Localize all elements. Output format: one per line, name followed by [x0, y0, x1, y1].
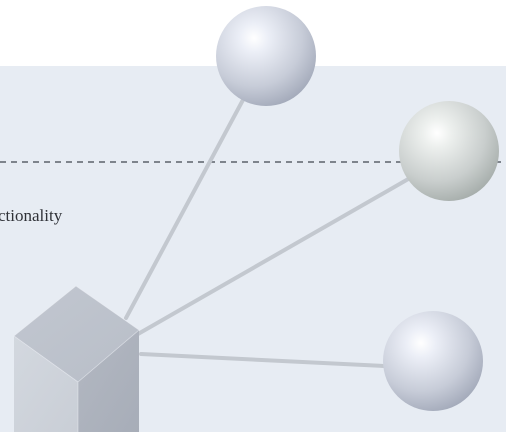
connector-to-bottom-right: [139, 352, 386, 368]
sphere-bottom-right: [383, 311, 483, 411]
cube-edges: [13, 285, 140, 432]
sphere-top-center: [216, 6, 316, 106]
diagram-label: ctionality: [0, 206, 63, 225]
connector-to-top-right: [136, 176, 412, 336]
connector-to-top-center: [124, 96, 246, 320]
cube-hub: [13, 285, 140, 432]
sphere-top-right: [399, 101, 499, 201]
cube-left-face: [14, 336, 78, 432]
cube-right-face: [78, 330, 139, 432]
